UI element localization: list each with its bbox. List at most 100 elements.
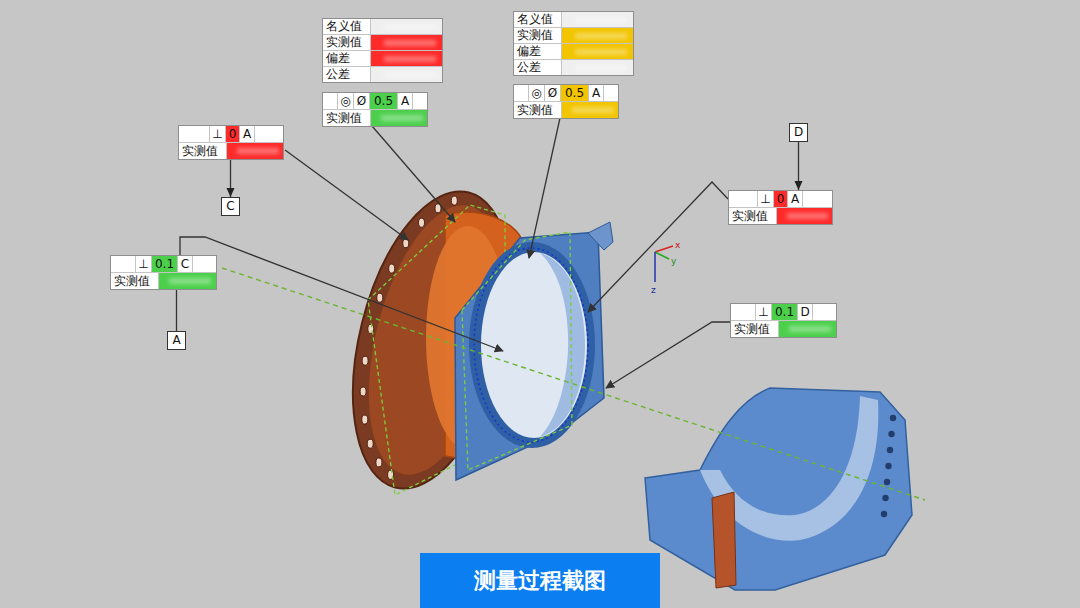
blurred-value (562, 60, 633, 75)
frame-cell: Ø (353, 93, 369, 109)
row-label: 偏差 (514, 44, 562, 59)
frame-spacer (731, 304, 755, 320)
row-label: 名义值 (514, 12, 562, 27)
row-label: 实测值 (323, 110, 371, 126)
row-label: 实测值 (731, 321, 779, 337)
frame-row: 实测值 (323, 109, 427, 126)
frame-cell: Ø (544, 85, 560, 101)
frame-row: 实测值 (514, 101, 618, 118)
blur-smudge (572, 107, 613, 113)
axis-label: z (651, 285, 656, 295)
frame-filler (803, 191, 832, 207)
table-row: 实测值 (514, 27, 633, 43)
row-label: 偏差 (323, 51, 371, 66)
datum-label: C (221, 197, 240, 216)
bolt-hole (360, 387, 366, 396)
triad-z (654, 252, 656, 282)
frame-filler (413, 93, 427, 109)
frame-cell: A (239, 126, 255, 142)
blur-smudge (384, 56, 437, 62)
frame-cell: A (397, 93, 413, 109)
datum-letter: C (226, 199, 234, 213)
tolerance-frame: ◎Ø0.5A实测值 (513, 84, 619, 119)
datum-label: D (789, 123, 808, 142)
half-shell (645, 388, 912, 590)
fit-plane (462, 232, 572, 470)
table-row: 公差 (514, 59, 633, 75)
blur-smudge (237, 148, 278, 154)
caption-text: 测量过程截图 (474, 566, 606, 596)
shell-hole (884, 479, 890, 485)
triad-y (655, 252, 669, 259)
row-label: 实测值 (111, 273, 159, 289)
measure-table: 名义值实测值偏差公差 (322, 18, 443, 83)
blur-smudge (381, 115, 422, 121)
frame-cell: 0 (773, 191, 787, 207)
datum-leader (176, 290, 177, 331)
axis-label: y (671, 256, 676, 266)
blurred-value (562, 28, 633, 43)
datum-triangle (795, 181, 803, 190)
blur-smudge (384, 40, 437, 46)
frame-cell: 0 (225, 126, 239, 142)
frame-cell: ⊥ (755, 304, 771, 320)
tolerance-frame: ⊥0.1D实测值 (730, 303, 837, 338)
blur-smudge (384, 72, 437, 78)
blurred-value (159, 273, 216, 289)
blurred-value (562, 12, 633, 27)
frame-spacer (729, 191, 757, 207)
housing-fins (588, 222, 613, 250)
bolt-hole (367, 439, 373, 448)
row-label: 实测值 (323, 35, 371, 50)
row-label: 实测值 (179, 143, 227, 159)
blur-smudge (575, 17, 628, 23)
table-row: 名义值 (323, 19, 442, 34)
blur-smudge (789, 326, 831, 332)
blur-smudge (787, 213, 828, 219)
bolt-hole (362, 356, 368, 365)
row-label: 公差 (514, 60, 562, 75)
blurred-value (227, 143, 283, 159)
shell-hole (881, 511, 887, 517)
shell-hole (890, 415, 896, 421)
blurred-value (371, 35, 442, 50)
leader-line (372, 126, 455, 222)
blurred-value (562, 44, 633, 59)
blur-smudge (575, 33, 628, 39)
blurred-value (779, 321, 836, 337)
table-row: 偏差 (323, 50, 442, 66)
blurred-value (371, 19, 442, 34)
datum-triangle (227, 188, 235, 197)
blurred-value (777, 208, 832, 224)
frame-row: ⊥0A (179, 126, 283, 142)
frame-cell: ⊥ (209, 126, 225, 142)
frame-filler (604, 85, 618, 101)
shell-hole (885, 463, 891, 469)
frame-row: ⊥0.1C (111, 256, 216, 272)
frame-row: 实测值 (729, 207, 832, 224)
row-label: 公差 (323, 67, 371, 82)
table-row: 公差 (323, 66, 442, 82)
frame-cell: A (588, 85, 604, 101)
frame-cell: A (787, 191, 803, 207)
blur-smudge (384, 24, 437, 30)
bolt-hole (377, 293, 383, 302)
blurred-value (371, 67, 442, 82)
frame-row: ⊥0.1D (731, 304, 836, 320)
housing-plate (455, 232, 604, 480)
table-row: 偏差 (514, 43, 633, 59)
leader-line (180, 237, 503, 351)
axis-label: x (675, 240, 680, 250)
datum-label: A (167, 331, 186, 350)
frame-spacer (111, 256, 135, 272)
frame-row: 实测值 (731, 320, 836, 337)
datum-axis (222, 268, 925, 500)
leader-line (285, 150, 408, 240)
frame-cell: ◎ (528, 85, 544, 101)
bolt-hole (419, 218, 425, 227)
bore-surface (540, 253, 585, 437)
frame-row: ⊥0A (729, 191, 832, 207)
tolerance-frame: ◎Ø0.5A实测值 (322, 92, 428, 127)
datum-letter: D (794, 125, 803, 139)
